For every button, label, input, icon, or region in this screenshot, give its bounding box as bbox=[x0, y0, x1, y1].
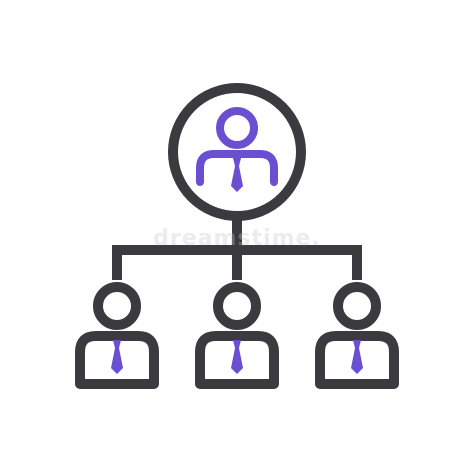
manager-person-icon bbox=[196, 107, 278, 192]
employee-left-head bbox=[93, 282, 141, 330]
manager-shoulders bbox=[196, 150, 278, 186]
employee-middle-body bbox=[195, 331, 279, 389]
employee-middle-head bbox=[213, 282, 261, 330]
employee-right-tie bbox=[351, 340, 363, 374]
hierarchy-connectors bbox=[112, 216, 362, 280]
employee-middle-tie bbox=[231, 340, 243, 374]
employee-node-left bbox=[75, 282, 159, 389]
manager-node bbox=[168, 83, 306, 221]
manager-head bbox=[216, 107, 258, 149]
employee-node-right bbox=[315, 282, 399, 389]
employee-right-body bbox=[315, 331, 399, 389]
employee-right-head bbox=[333, 282, 381, 330]
manager-tie bbox=[231, 158, 243, 192]
employee-left-tie bbox=[111, 340, 123, 374]
employee-node-middle bbox=[195, 282, 279, 389]
employee-left-body bbox=[75, 331, 159, 389]
